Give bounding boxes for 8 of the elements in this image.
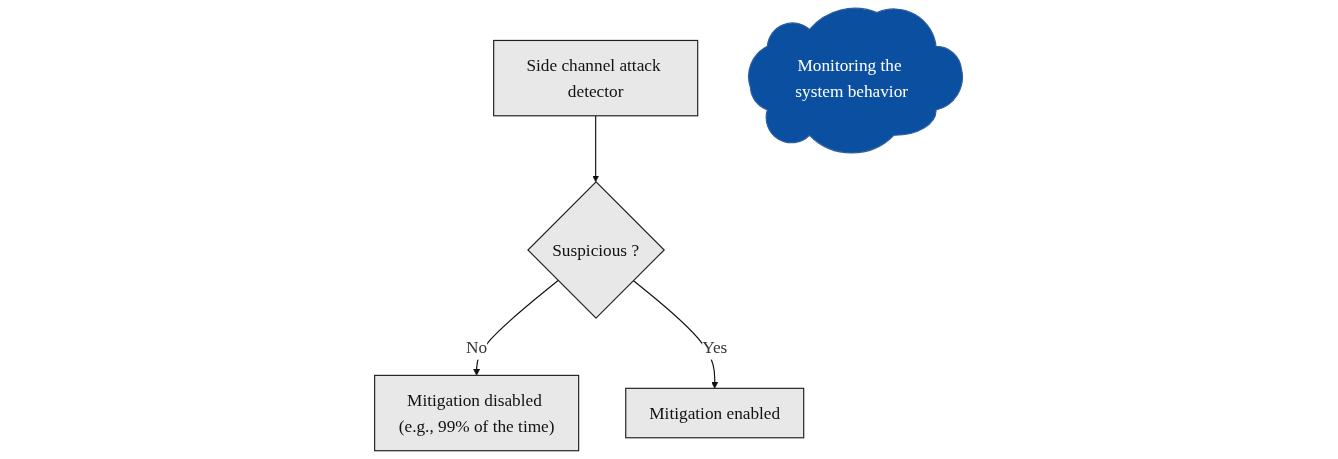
arrow: [592, 115, 600, 183]
node-box: Mitigation disabled (e.g., 99% of the time): [374, 374, 580, 452]
node-box: Side channel attack detector: [493, 39, 699, 117]
arrow: [633, 279, 719, 389]
node-box: Mitigation enabled: [625, 387, 805, 439]
edge-label: No: [466, 336, 488, 357]
edge-label: Yes: [702, 336, 728, 357]
node-diamond: Suspicious ?: [527, 181, 666, 319]
